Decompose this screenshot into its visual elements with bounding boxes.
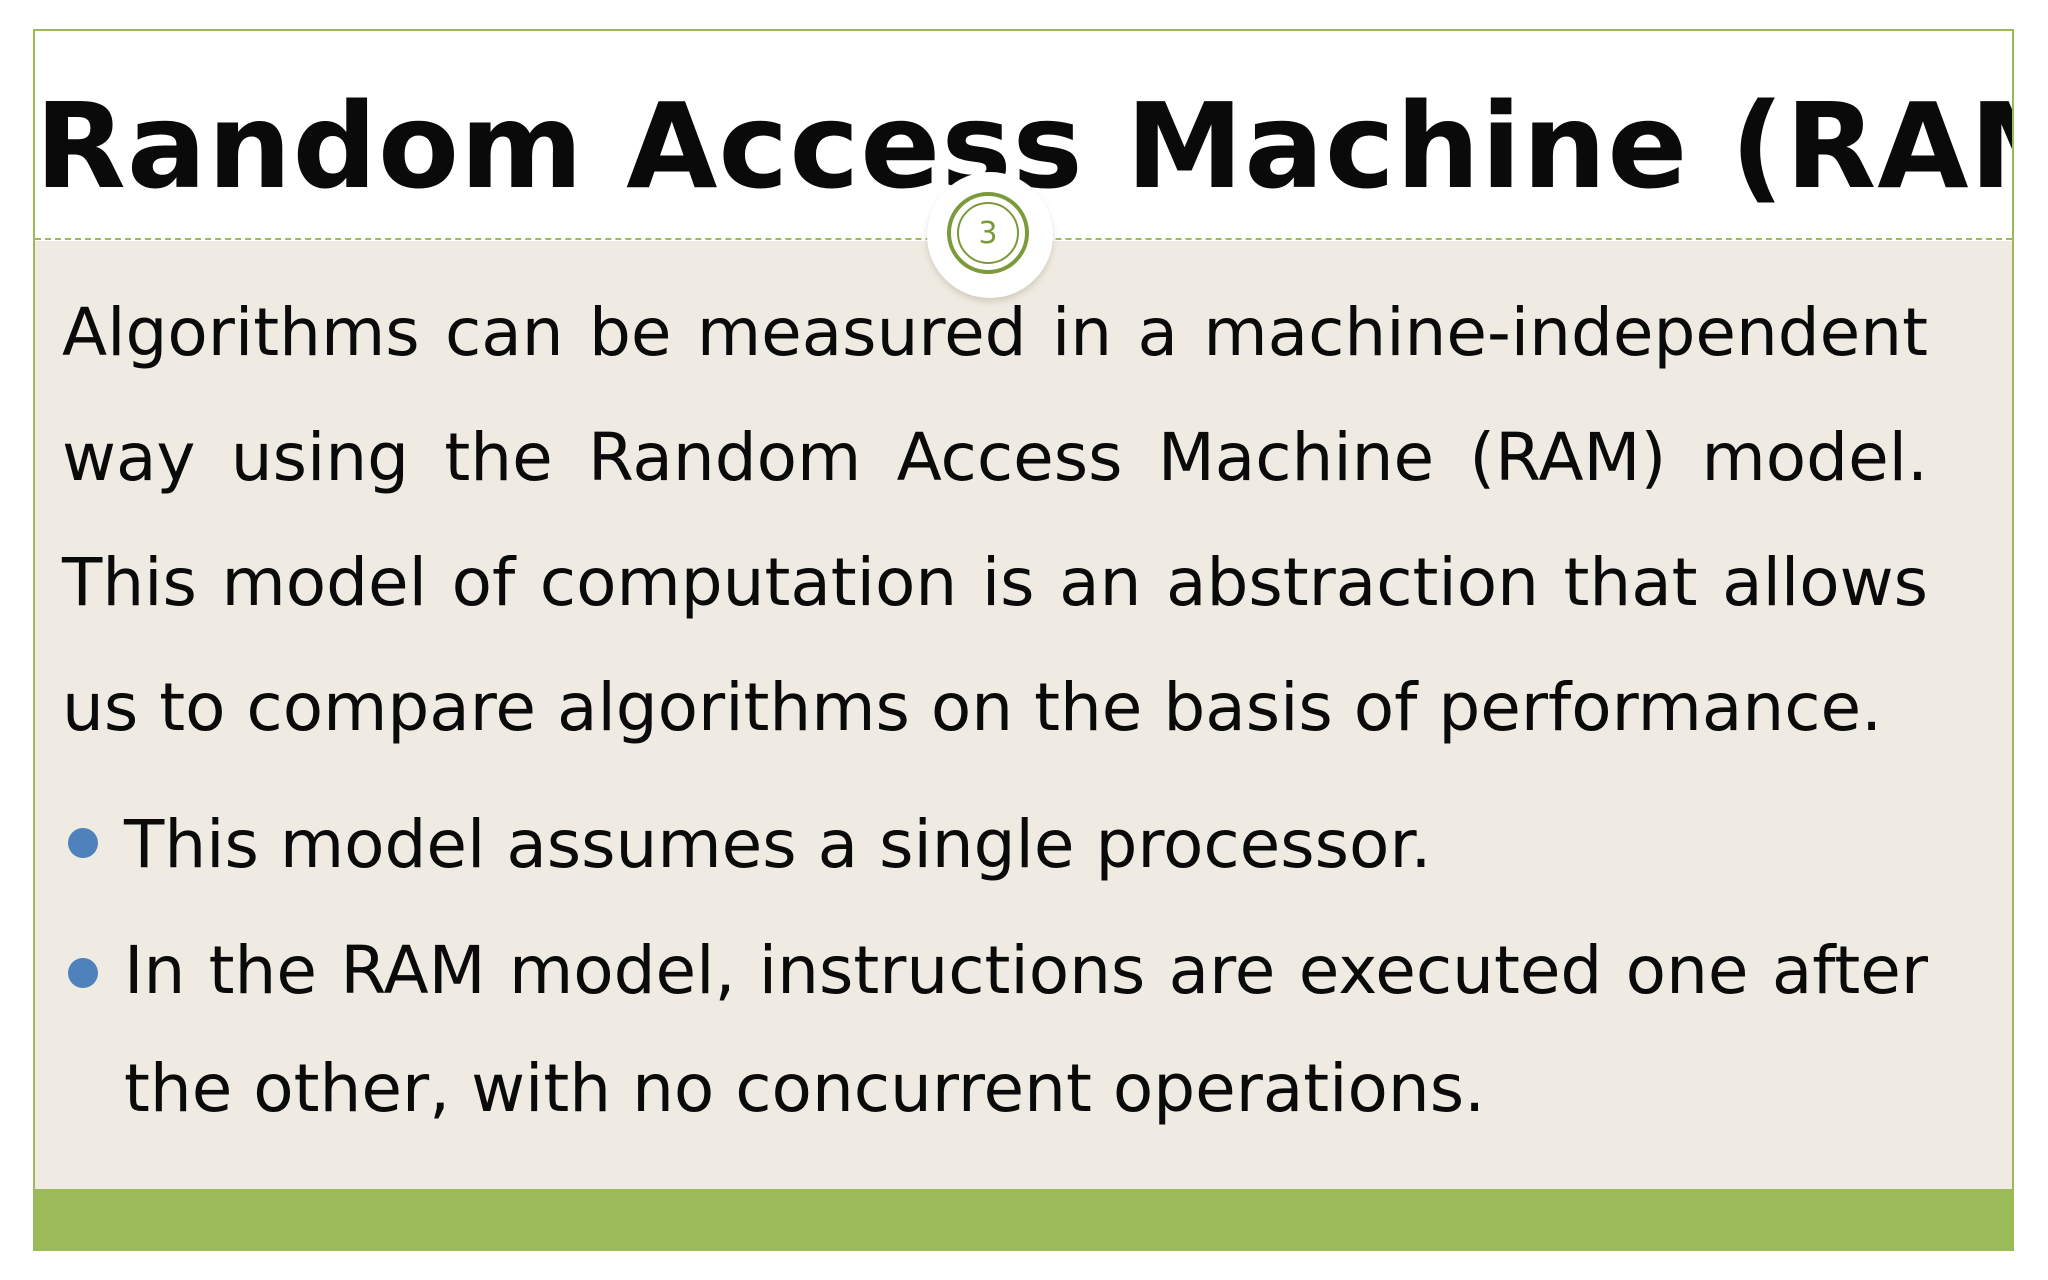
slide-content: Algorithms can be measured in a machine-… <box>62 270 1928 1148</box>
footer-bar <box>35 1189 2012 1249</box>
bullet-text: In the RAM model, instructions are execu… <box>124 932 1928 1127</box>
intro-paragraph: Algorithms can be measured in a machine-… <box>62 294 1928 746</box>
bullet-dot-icon <box>68 828 98 858</box>
bullet-dot-icon <box>68 958 98 988</box>
bullet-item: In the RAM model, instructions are execu… <box>62 912 1928 1148</box>
page-number: 3 <box>957 202 1019 264</box>
bullet-text: This model assumes a single processor. <box>124 806 1432 883</box>
page-number-badge: 3 <box>947 192 1029 274</box>
bullet-list: This model assumes a single processor. I… <box>62 782 1928 1148</box>
bullet-item: This model assumes a single processor. <box>62 782 1928 907</box>
content-panel <box>35 241 2012 1191</box>
